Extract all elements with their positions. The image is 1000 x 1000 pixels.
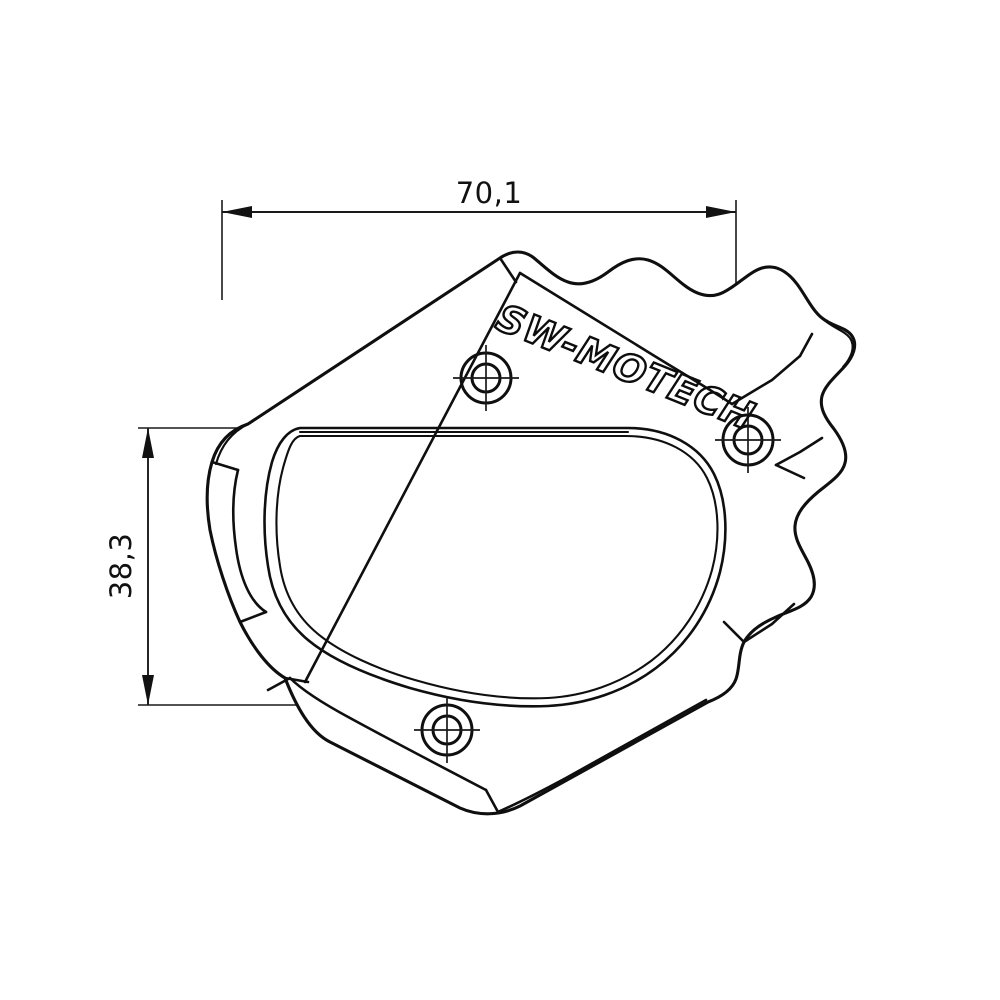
chamfer-line-left-edge: [231, 468, 268, 614]
chamfer-line-right-mid: [774, 436, 824, 467]
dimension-label-height: 38,3: [104, 533, 138, 600]
dimension-label-width: 70,1: [456, 176, 523, 210]
mounting-holes-layer: [414, 345, 781, 763]
chamfer-line-top-right: [518, 271, 734, 406]
dimension-arrow-width-right: [706, 206, 736, 218]
chamfer-tick-bottom-left: [266, 676, 292, 692]
inner-pocket-outline: [263, 426, 727, 708]
chamfer-line-top-left: [303, 271, 522, 684]
chamfer-tick-right-upper: [798, 332, 814, 358]
chamfer-tick-right-mid: [774, 463, 806, 480]
part-geometry-layer: [205, 250, 857, 816]
chamfer-tick-top-left-upper: [498, 256, 518, 284]
inner-pocket-offset-outline: [275, 434, 719, 700]
dimension-text-layer: 70,1 38,3: [104, 176, 522, 599]
dimension-arrow-height-top: [142, 428, 154, 458]
chamfer-tick-left-mid: [210, 460, 240, 472]
chamfer-tick-right-lower: [722, 620, 746, 644]
chamfer-line-bottom-left: [288, 676, 488, 792]
chamfer-line-bottom-right: [496, 698, 708, 814]
right-edge-scallop-detail: [820, 316, 854, 369]
hole-right: [715, 407, 781, 473]
dimension-arrow-width-left: [222, 206, 252, 218]
chamfer-tick-bottom-left-2: [238, 610, 268, 624]
hole-top-left: [453, 345, 519, 411]
chamfer-line-right-lower: [742, 602, 796, 644]
fillet-arc-left: [214, 422, 250, 466]
chamfer-tick-bottom-right: [484, 788, 500, 814]
chamfer-line-right-upper: [730, 354, 802, 406]
hole-bottom: [414, 697, 480, 763]
dimension-arrow-height-bottom: [142, 675, 154, 705]
